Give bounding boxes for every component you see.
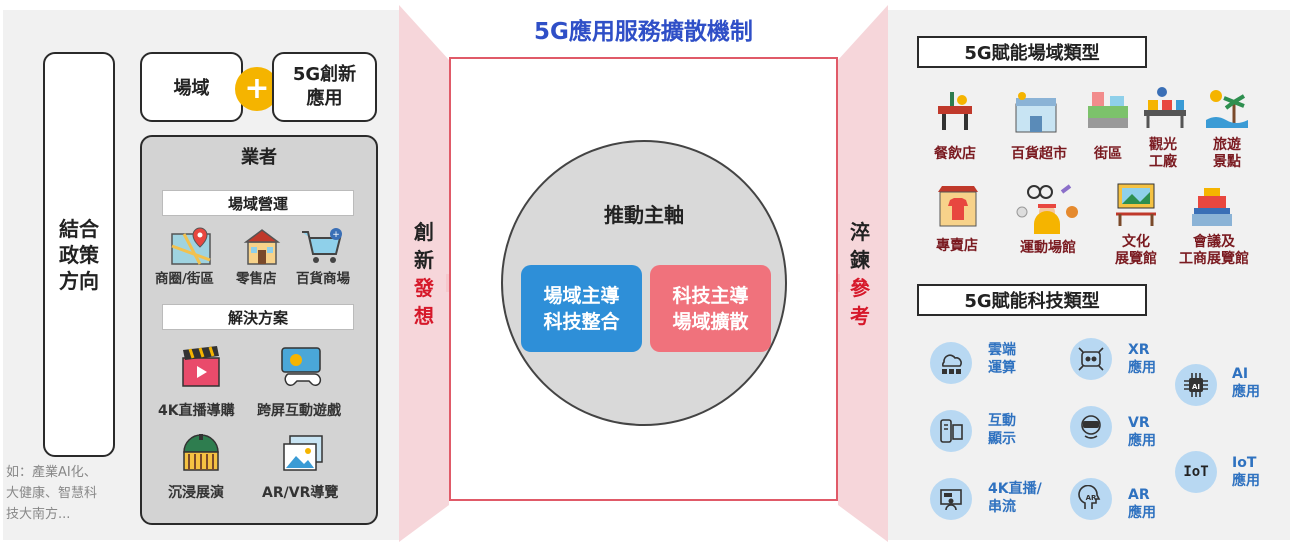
svg-text:AR: AR <box>1086 494 1097 502</box>
tourist-spot-icon <box>1206 90 1248 128</box>
tech-4k-stream: 4K直播/ 串流 <box>988 481 1042 515</box>
tech-types-header: 5G賦能科技類型 <box>917 284 1147 316</box>
image-gallery-icon <box>283 435 323 471</box>
tech-iot: IoT 應用 <box>1232 455 1260 489</box>
field-label: 場域 <box>173 78 210 99</box>
xr-icon <box>1070 338 1112 380</box>
solution-cross-screen-game: 跨屏互動遊戲 <box>257 403 341 419</box>
svg-text:AI: AI <box>1192 383 1200 391</box>
vr-headset-icon <box>1070 406 1112 448</box>
tech-led-box: 科技主導 場域擴散 <box>650 265 771 352</box>
field-item-district: 商圈/街區 <box>155 271 214 287</box>
svg-text:+: + <box>332 230 340 240</box>
supermarket-icon <box>1015 92 1057 133</box>
policy-line-2: 政策 <box>59 242 99 267</box>
venue-tourist-spot: 旅遊 景點 <box>1213 137 1241 170</box>
policy-line-1: 結合 <box>59 216 99 241</box>
tech-xr: XR 應用 <box>1128 342 1156 376</box>
specialty-store-icon <box>938 186 978 227</box>
innovation-ideation: 創 新 發 想 <box>414 220 434 328</box>
culture-gallery-icon <box>1116 183 1156 226</box>
tech-interactive-display: 互動 顯示 <box>988 413 1016 447</box>
map-pin-icon <box>171 227 211 265</box>
solutions-header: 解決方案 <box>162 304 354 330</box>
theater-dome-icon <box>183 434 219 471</box>
policy-examples: 如：產業AI化、 大健康、智慧科 技大南方... <box>6 462 138 525</box>
tech-cloud: 雲端 運算 <box>988 342 1016 376</box>
solution-immersive-show: 沉浸展演 <box>168 485 224 501</box>
operators-title: 業者 <box>241 147 277 168</box>
field-item-department: 百貨商場 <box>296 271 350 287</box>
solution-ar-vr-tour: AR/VR導覽 <box>262 485 339 501</box>
field-box: 場域 <box>140 52 243 122</box>
field-item-retail: 零售店 <box>236 271 277 287</box>
venue-sports-arena: 運動場館 <box>1020 240 1076 256</box>
sports-arena-icon <box>1016 184 1078 234</box>
clapperboard-icon <box>182 346 220 387</box>
tech-ar: AR 應用 <box>1128 487 1156 521</box>
venue-street: 街區 <box>1094 146 1122 162</box>
field-ops-header: 場域營運 <box>162 190 354 216</box>
field-led-box: 場域主導 科技整合 <box>521 265 642 352</box>
ar-icon: AR <box>1070 478 1112 520</box>
axis-title: 推動主軸 <box>604 202 684 227</box>
example-line-1: 如：產業AI化、 <box>6 465 97 480</box>
tech-vr: VR 應用 <box>1128 415 1156 449</box>
retail-store-icon <box>243 229 281 265</box>
tech-ai: AI 應用 <box>1232 366 1260 400</box>
street-district-icon <box>1088 92 1128 128</box>
cloud-computing-icon <box>930 342 972 384</box>
solution-live-shopping: 4K直播導購 <box>158 403 235 419</box>
right-pink-band <box>838 5 888 542</box>
example-line-3: 技大南方... <box>6 507 71 522</box>
tourism-factory-icon <box>1144 87 1186 128</box>
venue-supermarket: 百貨超市 <box>1011 146 1067 162</box>
interactive-display-icon <box>930 410 972 452</box>
example-line-2: 大健康、智慧科 <box>6 486 98 501</box>
plus-badge: + <box>235 67 279 111</box>
convention-hall-icon <box>1192 188 1232 226</box>
venue-restaurant: 餐飲店 <box>934 146 976 162</box>
venue-convention-hall: 會議及 工商展覽館 <box>1179 234 1249 267</box>
app-line-1: 5G創新 <box>292 64 357 85</box>
app-line-2: 應用 <box>306 88 343 109</box>
live-stream-icon <box>930 478 972 520</box>
venue-specialty-store: 專賣店 <box>936 238 978 254</box>
game-controller-icon <box>281 347 322 386</box>
venue-culture-gallery: 文化 展覽館 <box>1115 234 1157 267</box>
venue-types-header: 5G賦能場域類型 <box>917 36 1147 68</box>
left-pink-band <box>399 5 449 542</box>
venue-factory: 觀光 工廠 <box>1149 137 1177 170</box>
ai-chip-icon: AI <box>1175 364 1217 406</box>
restaurant-icon <box>938 92 972 130</box>
plus-icon: + <box>244 71 270 106</box>
refinement-reference: 淬 鍊 參 考 <box>850 220 870 328</box>
innovation-app-box: 5G創新 應用 <box>272 52 377 122</box>
diagram-title: 5G應用服務擴散機制 <box>534 19 753 45</box>
shopping-cart-icon: + <box>302 228 342 263</box>
policy-line-3: 方向 <box>59 268 99 293</box>
right-panel <box>888 10 1290 540</box>
policy-box: 結合 政策 方向 <box>43 52 115 457</box>
iot-icon: IoT <box>1175 451 1217 493</box>
